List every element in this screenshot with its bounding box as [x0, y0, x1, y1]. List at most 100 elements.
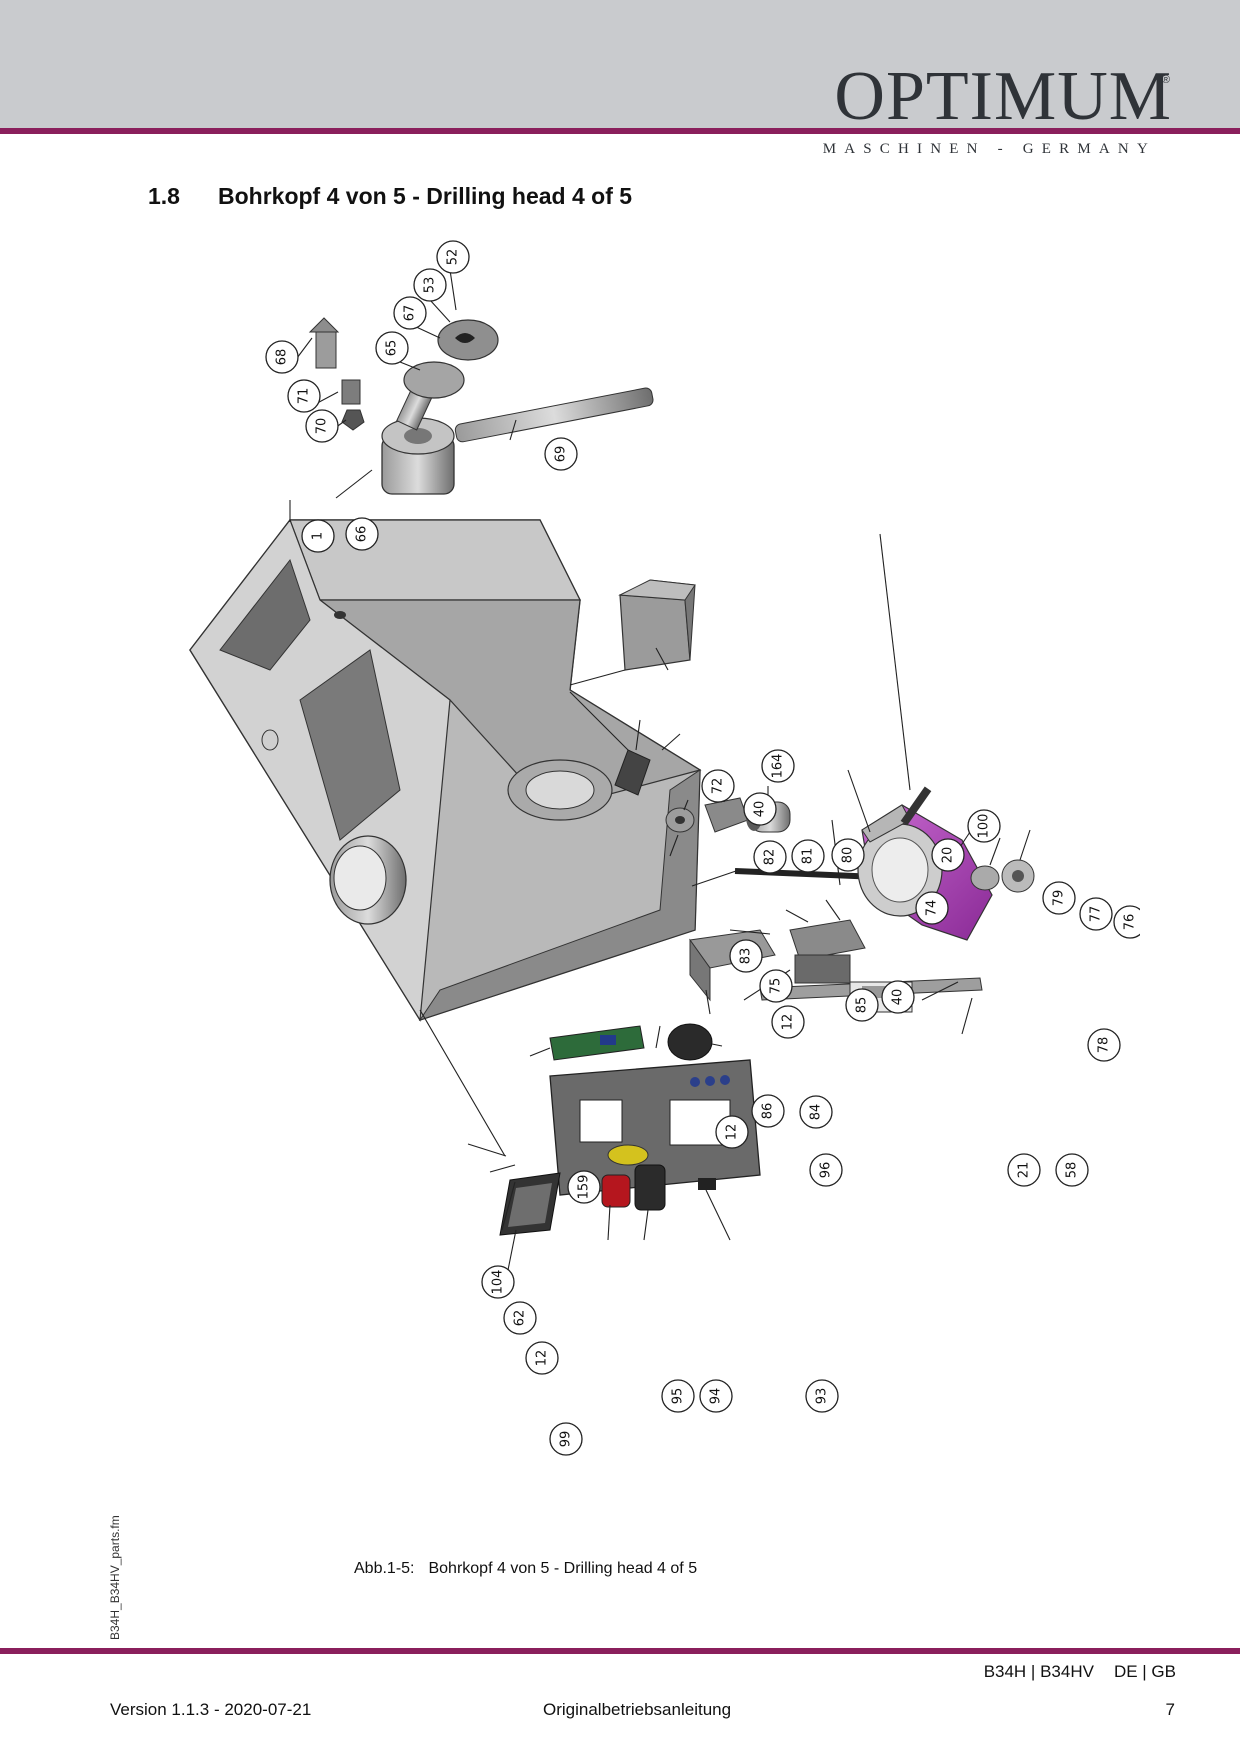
svg-text:66: 66: [355, 526, 370, 543]
svg-text:99: 99: [559, 1431, 574, 1448]
callouts: 52 53 67 65 68 71 70 69 1 66 164 72 40 1…: [265, 240, 1140, 1456]
svg-text:86: 86: [761, 1103, 776, 1120]
svg-text:82: 82: [763, 849, 778, 866]
svg-text:93: 93: [815, 1388, 830, 1405]
svg-text:20: 20: [941, 847, 956, 864]
svg-text:68: 68: [275, 349, 290, 366]
top-assembly: [308, 317, 654, 495]
side-file-label: B34H_B34HV_parts.fm: [108, 1515, 122, 1640]
callout-70: 70: [305, 409, 339, 443]
part-164-box: [618, 579, 696, 671]
svg-text:21: 21: [1017, 1162, 1032, 1179]
footer-rule: [0, 1648, 1240, 1654]
svg-text:81: 81: [801, 848, 816, 865]
svg-text:79: 79: [1052, 890, 1067, 907]
svg-text:83: 83: [739, 948, 754, 965]
part-72-switch: [614, 749, 651, 796]
callout-62: 62: [503, 1301, 537, 1335]
callout-100: 100: [967, 809, 1001, 843]
callout-96: 96: [809, 1153, 843, 1187]
svg-text:85: 85: [855, 997, 870, 1014]
brand-registered-mark: ®: [1161, 74, 1170, 86]
callout-159: 159: [567, 1170, 601, 1204]
svg-text:164: 164: [771, 754, 786, 779]
svg-text:80: 80: [841, 847, 856, 864]
callout-164: 164: [761, 749, 795, 783]
svg-text:53: 53: [423, 277, 438, 294]
diagram-svg: 52 53 67 65 68 71 70 69 1 66 164 72 40 1…: [189, 240, 1140, 1456]
callout-12b: 12: [715, 1115, 749, 1149]
svg-text:65: 65: [385, 340, 400, 357]
part-96-knob: [667, 1023, 713, 1061]
svg-text:1: 1: [311, 532, 326, 540]
callout-66: 66: [345, 517, 379, 551]
svg-text:159: 159: [577, 1175, 592, 1200]
callout-40: 40: [743, 792, 777, 826]
section-title: Bohrkopf 4 von 5 - Drilling head 4 of 5: [218, 183, 633, 209]
callout-75: 75: [759, 969, 793, 1003]
svg-text:12: 12: [535, 1350, 550, 1367]
footer-model-name: B34H | B34HV: [983, 1662, 1094, 1681]
callout-86: 86: [751, 1094, 785, 1128]
figure-number: Abb.1-5:: [354, 1560, 415, 1577]
callout-84: 84: [799, 1095, 833, 1129]
section-heading: 1.8 Bohrkopf 4 von 5 - Drilling head 4 of…: [148, 183, 632, 210]
part-159-pcb: [549, 1025, 645, 1061]
callout-94: 94: [699, 1379, 733, 1413]
callout-99: 99: [549, 1422, 583, 1456]
callout-85: 85: [845, 988, 879, 1022]
callout-12a: 12: [771, 1005, 805, 1039]
svg-text:95: 95: [671, 1388, 686, 1405]
callout-83: 83: [729, 939, 763, 973]
svg-text:58: 58: [1065, 1162, 1080, 1179]
figure-caption: Abb.1-5: Bohrkopf 4 von 5 - Drilling head…: [354, 1560, 697, 1578]
svg-text:70: 70: [315, 418, 330, 435]
svg-text:12: 12: [781, 1014, 796, 1031]
svg-text:100: 100: [977, 814, 992, 839]
svg-text:74: 74: [925, 900, 940, 917]
figure-caption-text: Bohrkopf 4 von 5 - Drilling head 4 of 5: [428, 1560, 698, 1577]
callout-52: 52: [436, 240, 470, 274]
part-20-ring: [857, 786, 993, 941]
brand-subtitle: MASCHINEN - GERMANY: [822, 141, 1156, 157]
svg-text:77: 77: [1089, 906, 1104, 923]
part-104-panel: [549, 1059, 761, 1196]
callout-40b: 40: [881, 980, 915, 1014]
svg-text:69: 69: [554, 446, 569, 463]
callout-78: 78: [1087, 1028, 1121, 1062]
callout-81: 81: [791, 839, 825, 873]
svg-text:12: 12: [725, 1124, 740, 1141]
svg-text:94: 94: [709, 1388, 724, 1405]
callout-58: 58: [1055, 1153, 1089, 1187]
callout-1: 1: [301, 519, 335, 553]
callout-104: 104: [481, 1265, 515, 1299]
svg-text:72: 72: [711, 778, 726, 795]
callout-95: 95: [661, 1379, 695, 1413]
svg-text:71: 71: [297, 388, 312, 405]
page-number: 7: [1165, 1700, 1175, 1719]
callout-12c: 12: [525, 1341, 559, 1375]
svg-text:40: 40: [891, 989, 906, 1006]
brand-logo: OPTIMUM: [834, 58, 1172, 135]
callout-69: 69: [544, 437, 578, 471]
callout-76: 76: [1113, 905, 1140, 939]
footer-version: Version 1.1.3 - 2020-07-21: [110, 1700, 312, 1719]
svg-text:52: 52: [446, 249, 461, 266]
svg-text:96: 96: [819, 1162, 834, 1179]
parts-76-79: [970, 859, 1035, 893]
header-rule: [0, 128, 1240, 134]
callout-21: 21: [1007, 1153, 1041, 1187]
svg-text:104: 104: [491, 1270, 506, 1295]
callout-77: 77: [1079, 897, 1113, 931]
section-number: 1.8: [148, 183, 180, 209]
callout-82: 82: [753, 840, 787, 874]
callout-74: 74: [915, 891, 949, 925]
callout-67: 67: [393, 296, 427, 330]
header-band: [0, 0, 1240, 128]
callout-53: 53: [413, 268, 447, 302]
callout-79: 79: [1042, 881, 1076, 915]
callout-80: 80: [831, 838, 865, 872]
exploded-parts-diagram: 52 53 67 65 68 71 70 69 1 66 164 72 40 1…: [150, 230, 1140, 1470]
svg-text:67: 67: [403, 305, 418, 322]
